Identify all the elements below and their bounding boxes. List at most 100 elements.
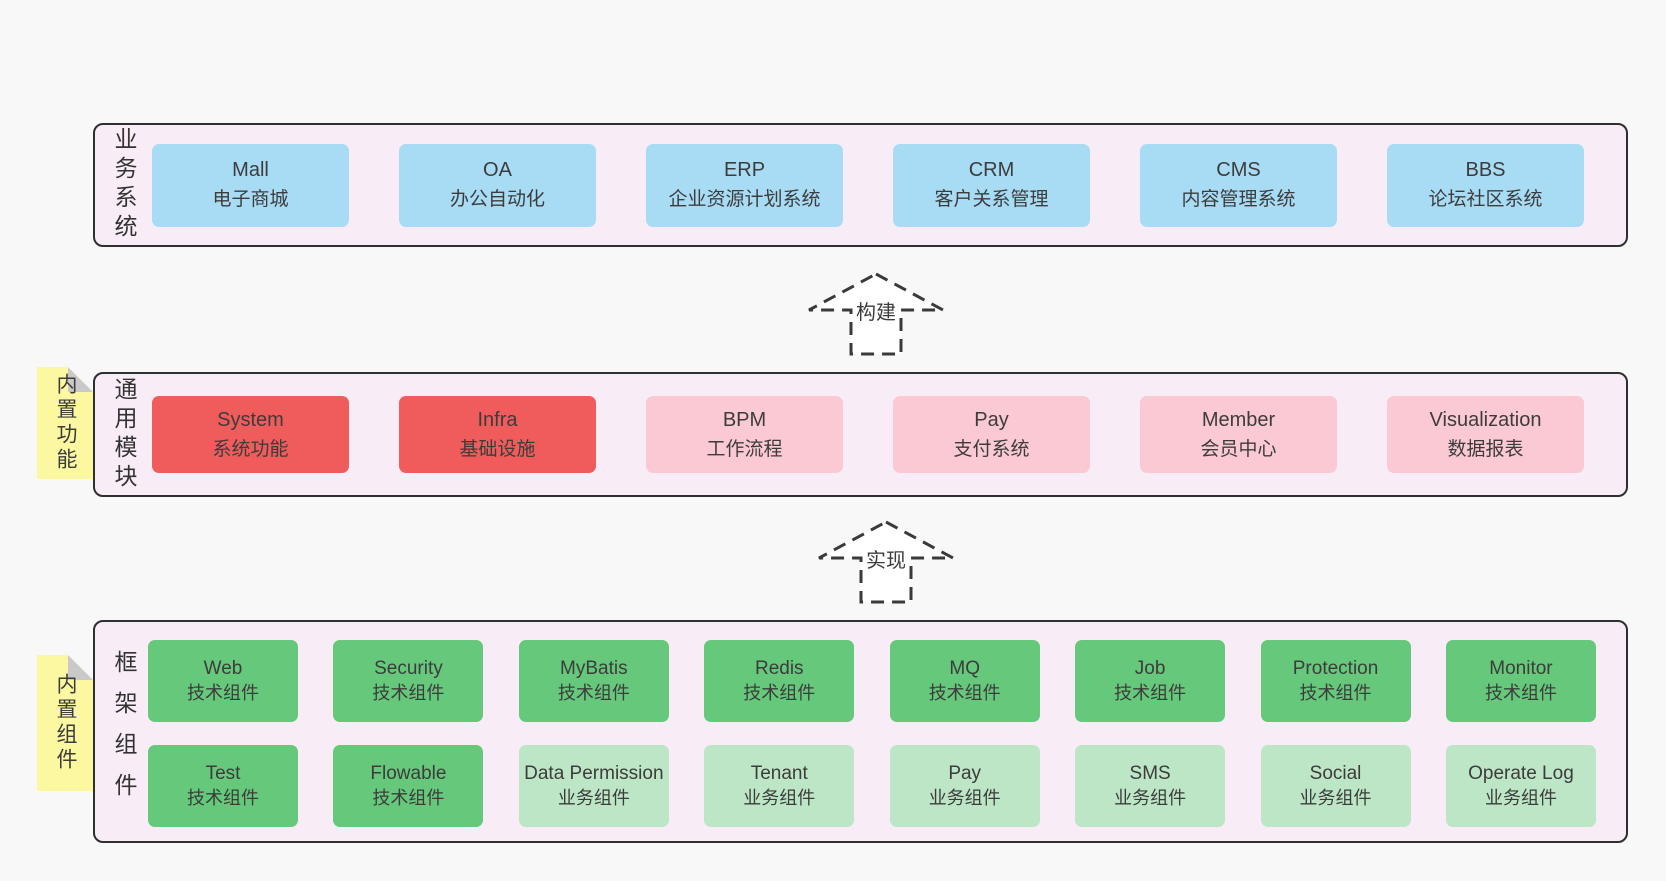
box-subtitle: 技术组件 bbox=[372, 788, 445, 808]
box-title: Pay bbox=[974, 408, 1009, 431]
box-title: System bbox=[217, 408, 284, 431]
box-subtitle: 系统功能 bbox=[212, 438, 289, 460]
box-subtitle: 论坛社区系统 bbox=[1428, 189, 1543, 210]
box-operate-log: Operate Log 业务组件 bbox=[1445, 745, 1596, 827]
box-subtitle: 技术组件 bbox=[743, 683, 816, 703]
box-title: BBS bbox=[1465, 159, 1506, 181]
framework-components-label: 框架组件 bbox=[111, 649, 137, 814]
business-systems-panel: 业务系统 Mall 电子商城 OA 办公自动化 ERP 企业资源计划系统 CRM… bbox=[93, 123, 1628, 247]
box-pay-component: Pay 业务组件 bbox=[889, 745, 1040, 827]
box-subtitle: 企业资源计划系统 bbox=[668, 189, 821, 210]
box-subtitle: 支付系统 bbox=[953, 438, 1030, 460]
box-subtitle: 业务组件 bbox=[557, 788, 630, 808]
implement-arrow-icon: 实现 bbox=[816, 519, 956, 605]
box-subtitle: 数据报表 bbox=[1447, 438, 1524, 460]
box-subtitle: 技术组件 bbox=[1484, 683, 1557, 703]
box-title: Job bbox=[1134, 658, 1166, 679]
box-subtitle: 办公自动化 bbox=[449, 189, 545, 210]
box-crm: CRM 客户关系管理 bbox=[893, 143, 1090, 227]
box-subtitle: 业务组件 bbox=[743, 788, 816, 808]
framework-components-row-2: Test 技术组件 Flowable 技术组件 Data Permission … bbox=[148, 745, 1596, 827]
built-in-feature-tag-label: 内置功能 bbox=[54, 373, 77, 473]
framework-components-row-1: Web 技术组件 Security 技术组件 MyBatis 技术组件 Redi… bbox=[148, 640, 1596, 722]
common-modules-row: System 系统功能 Infra 基础设施 BPM 工作流程 Pay 支付系统… bbox=[152, 374, 1584, 495]
business-systems-label: 业务系统 bbox=[111, 127, 137, 243]
common-modules-panel: 通用模块 System 系统功能 Infra 基础设施 BPM 工作流程 Pay… bbox=[93, 372, 1628, 497]
box-subtitle: 内容管理系统 bbox=[1181, 189, 1296, 210]
box-cms: CMS 内容管理系统 bbox=[1140, 143, 1337, 227]
box-title: Data Permission bbox=[524, 763, 664, 784]
box-title: BPM bbox=[722, 408, 767, 431]
box-subtitle: 基础设施 bbox=[459, 438, 536, 460]
box-bpm: BPM 工作流程 bbox=[646, 396, 843, 473]
business-systems-row: Mall 电子商城 OA 办公自动化 ERP 企业资源计划系统 CRM 客户关系… bbox=[152, 125, 1584, 245]
built-in-component-tag: 内置组件 bbox=[37, 655, 93, 791]
box-subtitle: 技术组件 bbox=[1299, 683, 1372, 703]
box-protection: Protection 技术组件 bbox=[1260, 640, 1411, 722]
box-monitor: Monitor 技术组件 bbox=[1445, 640, 1596, 722]
box-title: CRM bbox=[968, 159, 1015, 181]
box-job: Job 技术组件 bbox=[1075, 640, 1226, 722]
box-visualization: Visualization 数据报表 bbox=[1387, 396, 1584, 473]
built-in-component-tag-label: 内置组件 bbox=[54, 673, 77, 773]
box-member: Member 会员中心 bbox=[1140, 396, 1337, 473]
box-subtitle: 电子商城 bbox=[212, 189, 289, 210]
box-subtitle: 业务组件 bbox=[1299, 788, 1372, 808]
box-pay-system: Pay 支付系统 bbox=[893, 396, 1090, 473]
box-subtitle: 业务组件 bbox=[1114, 788, 1187, 808]
box-title: Monitor bbox=[1489, 658, 1553, 679]
box-title: Flowable bbox=[370, 763, 447, 784]
box-title: Test bbox=[205, 763, 241, 784]
box-title: Tenant bbox=[750, 763, 808, 784]
box-web: Web 技术组件 bbox=[148, 640, 298, 722]
box-subtitle: 技术组件 bbox=[557, 683, 630, 703]
box-title: MyBatis bbox=[560, 658, 628, 679]
box-title: Mall bbox=[232, 159, 269, 181]
box-flowable: Flowable 技术组件 bbox=[333, 745, 484, 827]
box-title: Web bbox=[203, 658, 243, 679]
box-title: MQ bbox=[949, 658, 980, 679]
box-title: Pay bbox=[948, 763, 982, 784]
box-title: Security bbox=[374, 658, 443, 679]
implement-arrow-label: 实现 bbox=[863, 549, 909, 573]
box-title: Operate Log bbox=[1468, 763, 1574, 784]
box-title: OA bbox=[483, 159, 512, 181]
box-data-permission: Data Permission 业务组件 bbox=[518, 745, 669, 827]
box-title: Member bbox=[1201, 408, 1276, 431]
box-subtitle: 技术组件 bbox=[187, 683, 259, 703]
box-subtitle: 技术组件 bbox=[1114, 683, 1187, 703]
box-subtitle: 业务组件 bbox=[928, 788, 1001, 808]
build-arrow-icon: 构建 bbox=[806, 271, 946, 357]
box-subtitle: 业务组件 bbox=[1484, 788, 1557, 808]
box-mall: Mall 电子商城 bbox=[152, 143, 349, 227]
box-title: Social bbox=[1309, 763, 1362, 784]
box-tenant: Tenant 业务组件 bbox=[704, 745, 855, 827]
box-bbs: BBS 论坛社区系统 bbox=[1387, 143, 1584, 227]
box-sms: SMS 业务组件 bbox=[1075, 745, 1226, 827]
box-subtitle: 技术组件 bbox=[372, 683, 445, 703]
box-mybatis: MyBatis 技术组件 bbox=[518, 640, 669, 722]
box-subtitle: 技术组件 bbox=[187, 788, 259, 808]
box-social: Social 业务组件 bbox=[1260, 745, 1411, 827]
box-subtitle: 技术组件 bbox=[928, 683, 1001, 703]
box-system: System 系统功能 bbox=[152, 396, 349, 473]
framework-components-panel: 框架组件 Web 技术组件 Security 技术组件 MyBatis 技术组件… bbox=[93, 620, 1628, 843]
box-title: Visualization bbox=[1429, 408, 1542, 431]
built-in-feature-tag: 内置功能 bbox=[37, 367, 93, 479]
common-modules-label: 通用模块 bbox=[111, 376, 137, 493]
box-mq: MQ 技术组件 bbox=[889, 640, 1040, 722]
box-redis: Redis 技术组件 bbox=[704, 640, 855, 722]
box-title: SMS bbox=[1129, 763, 1171, 784]
box-test: Test 技术组件 bbox=[148, 745, 298, 827]
box-infra: Infra 基础设施 bbox=[399, 396, 596, 473]
box-title: Protection bbox=[1292, 658, 1379, 679]
box-subtitle: 会员中心 bbox=[1200, 438, 1277, 460]
box-oa: OA 办公自动化 bbox=[399, 143, 596, 227]
box-title: CMS bbox=[1216, 159, 1261, 181]
box-security: Security 技术组件 bbox=[333, 640, 484, 722]
box-title: ERP bbox=[723, 159, 766, 181]
build-arrow-label: 构建 bbox=[853, 301, 899, 325]
box-erp: ERP 企业资源计划系统 bbox=[646, 143, 843, 227]
box-subtitle: 工作流程 bbox=[706, 438, 783, 460]
